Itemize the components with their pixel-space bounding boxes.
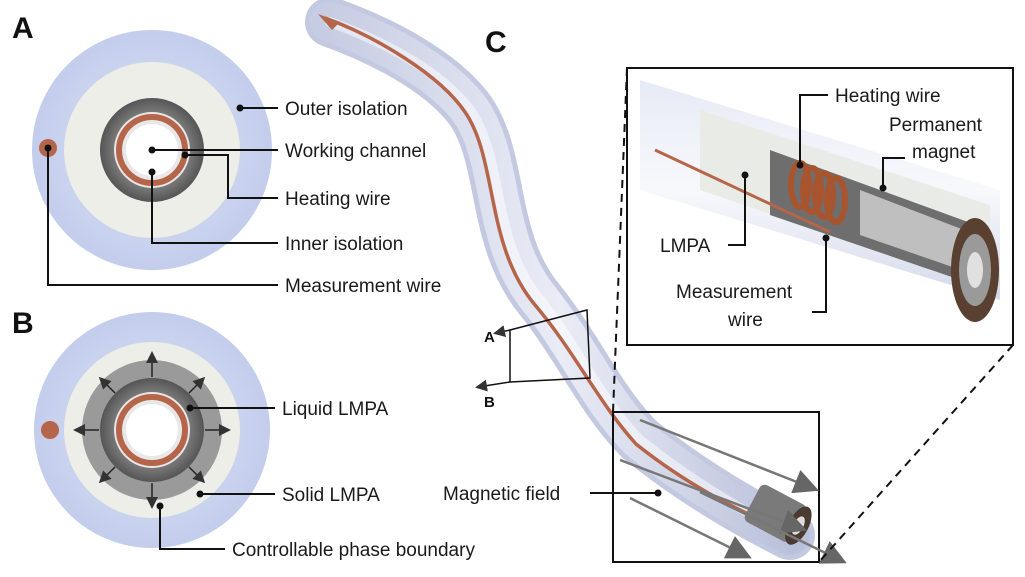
label-liquid-lmpa: Liquid LMPA — [282, 399, 389, 420]
label-heating-wire: Heating wire — [285, 189, 391, 210]
label-working-channel: Working channel — [285, 141, 426, 162]
cross-section-b — [34, 312, 270, 548]
inset-label-lmpa: LMPA — [660, 236, 711, 257]
inset-label-magnet: magnet — [912, 142, 976, 163]
axis-a-label: A — [484, 329, 495, 346]
wire-tip — [318, 14, 340, 30]
label-measurement-wire: Measurement wire — [285, 276, 441, 297]
catheter-tube — [305, 0, 815, 560]
magnetic-field-arrows — [619, 418, 847, 564]
inset-label-heating-wire: Heating wire — [835, 86, 941, 107]
label-inner-isolation: Inner isolation — [285, 234, 403, 255]
inset-catheter — [640, 80, 1000, 322]
panel-a-leaders — [47, 107, 278, 286]
section-axes — [475, 309, 591, 392]
inset-label-wire: wire — [727, 310, 763, 331]
panel-a-letter: A — [12, 12, 34, 45]
label-solid-lmpa: Solid LMPA — [282, 485, 380, 506]
zoom-box — [612, 411, 820, 563]
label-phase-boundary: Controllable phase boundary — [232, 540, 475, 561]
zoom-connectors — [612, 67, 1014, 563]
label-magnetic-field: Magnetic field — [443, 484, 560, 505]
inset-label-permanent: Permanent — [889, 115, 983, 136]
panel-b-leaders — [159, 407, 275, 550]
heating-wire-line — [324, 16, 781, 530]
inset-label-measurement: Measurement — [676, 282, 793, 303]
panel-b-letter: B — [12, 307, 34, 340]
axis-b-label: B — [484, 394, 495, 411]
label-outer-isolation: Outer isolation — [285, 99, 408, 120]
expansion-arrows — [73, 351, 231, 509]
inset-leaders — [728, 94, 905, 313]
panel-c-letter: C — [485, 26, 507, 59]
